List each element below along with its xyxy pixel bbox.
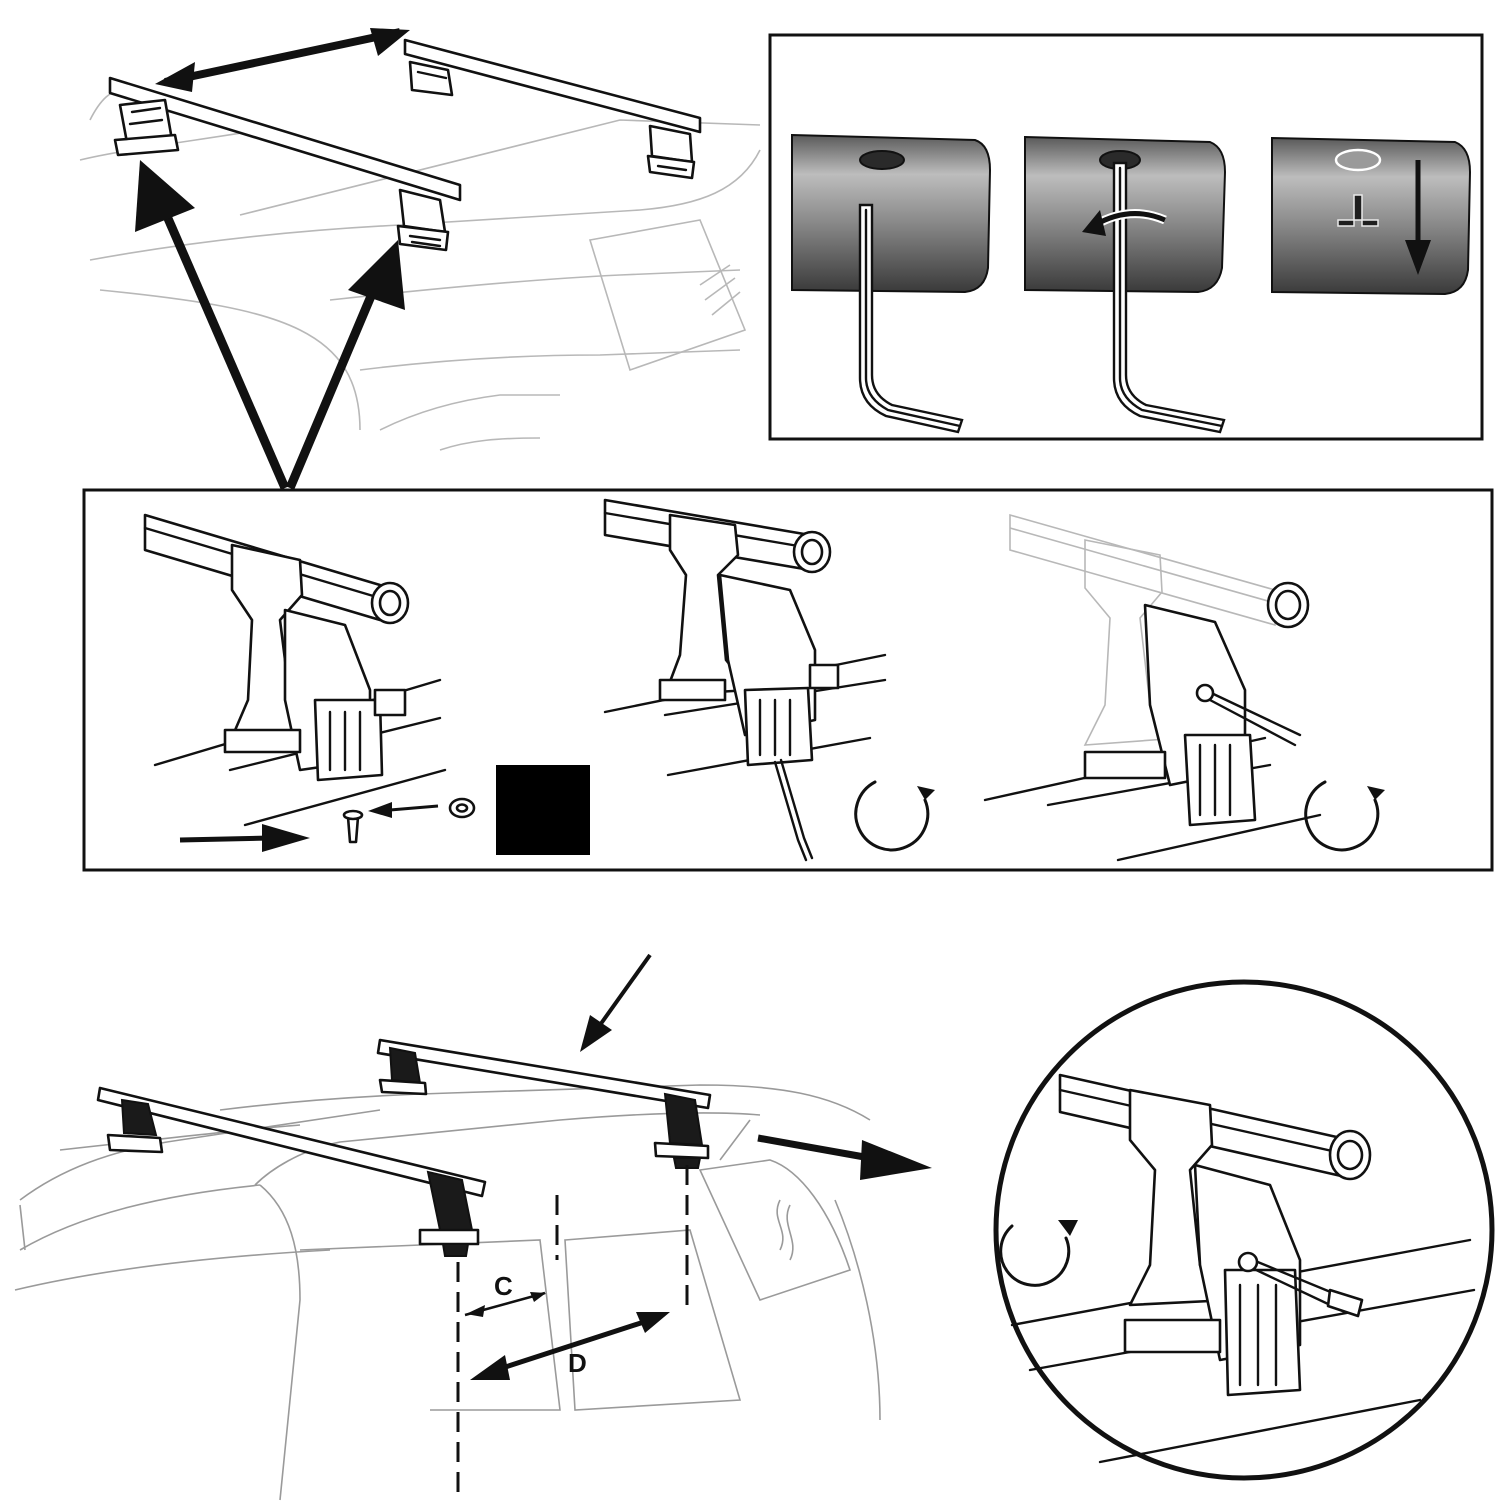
rack-foot-front-left <box>113 98 180 157</box>
foot-assembly-step-3 <box>983 513 1387 862</box>
down-arrow-icon <box>1405 160 1431 275</box>
dimension-d-label: D <box>568 1348 587 1378</box>
top-rack-bars <box>108 28 702 490</box>
bar-section-step-2 <box>1024 135 1227 434</box>
rack-foot-rear-right <box>646 124 696 180</box>
allen-key-icon <box>1112 161 1226 434</box>
bar-section-step-1 <box>791 133 992 434</box>
allen-key-panel <box>768 33 1484 441</box>
rack-foot-front-right <box>396 188 450 252</box>
bottom-rack-bars: C D <box>96 953 932 1500</box>
rack-foot-rear-left <box>408 60 454 97</box>
foot-assembly-step-2 <box>603 498 937 862</box>
bar-section-step-3 <box>1271 136 1472 296</box>
rack-foot-bottom-front-left <box>106 1098 164 1154</box>
bottom-car-illustration <box>14 1084 881 1501</box>
foot-detail-circle <box>993 979 1495 1481</box>
foot-assembly-step-1 <box>143 513 590 855</box>
black-square-marker <box>496 765 590 855</box>
counterclockwise-arrow-icon <box>1082 209 1167 236</box>
foot-assembly-panel <box>82 488 1494 872</box>
rack-foot-bottom-rear-left <box>378 1046 428 1096</box>
dimension-c-label: C <box>494 1271 513 1301</box>
allen-key-icon <box>858 203 964 434</box>
counterclockwise-rotation-arrow-icon <box>999 1220 1078 1287</box>
rack-foot-bottom-front-right <box>418 1170 480 1257</box>
allen-key-icon <box>773 758 814 862</box>
rack-foot-bottom-rear-right <box>653 1092 710 1169</box>
